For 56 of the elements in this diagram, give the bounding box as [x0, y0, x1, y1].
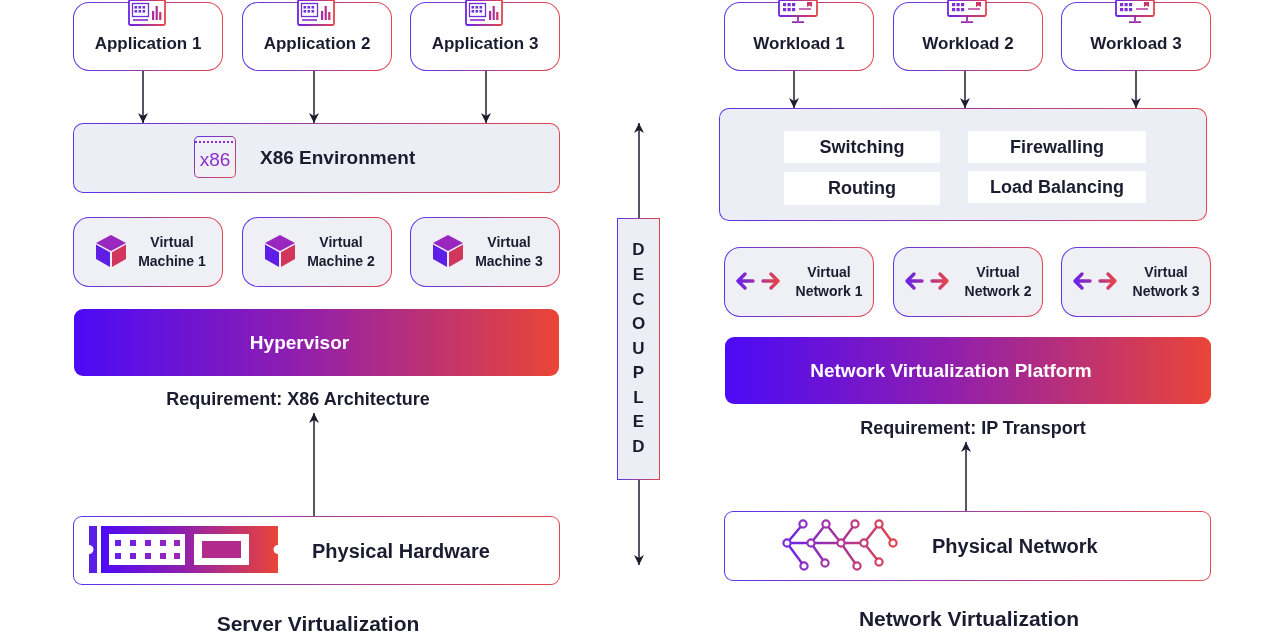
virtual-network-card: [724, 247, 874, 317]
virtual-machine-card: [242, 217, 392, 287]
card-title: Workload 2: [921, 33, 1015, 55]
card-title: Virtual Network 1: [794, 263, 864, 301]
workload-card: [1061, 2, 1211, 71]
requirement-text: Requirement: X86 Architecture: [148, 385, 448, 413]
arrow: [634, 479, 644, 566]
panel-title: Physical Hardware: [312, 539, 490, 562]
arrow: [138, 70, 148, 124]
card-title: Virtual Network 3: [1131, 263, 1201, 301]
vertical-title: DECOUPLED: [630, 239, 647, 459]
virtual-machine-card: [410, 217, 560, 287]
network-services-panel: [719, 108, 1207, 221]
application-card: [410, 2, 560, 71]
card-title: Workload 1: [752, 33, 846, 55]
function-tile: Load Balancing: [968, 171, 1146, 203]
network-panel: [724, 511, 1211, 581]
section-caption: Server Virtualization: [215, 612, 421, 636]
function-tile: Routing: [784, 172, 940, 205]
workload-card: [893, 2, 1043, 71]
arrow: [961, 441, 971, 512]
bar-title: Network Virtualization Platform: [810, 359, 1092, 382]
card-title: Application 1: [93, 33, 203, 55]
arrow: [309, 412, 319, 517]
environment-panel: [73, 123, 560, 193]
platform-bar: [725, 337, 1211, 404]
function-tile: Switching: [784, 131, 940, 163]
arrow: [309, 70, 319, 124]
hypervisor-bar: [74, 309, 559, 376]
arrow: [789, 70, 799, 109]
arrow: [634, 122, 644, 219]
arrow: [1131, 70, 1141, 109]
application-card: [242, 2, 392, 71]
card-title: Workload 3: [1089, 33, 1183, 55]
application-card: [73, 2, 223, 71]
panel-title: X86 Environment: [260, 147, 416, 169]
virtual-machine-card: [73, 217, 223, 287]
card-title: Virtual Machine 3: [474, 233, 544, 271]
workload-card: [724, 2, 874, 71]
section-caption: Network Virtualization: [857, 607, 1081, 631]
arrow: [481, 70, 491, 124]
x86-badge: x86: [194, 136, 236, 179]
requirement-text: Requirement: IP Transport: [823, 414, 1123, 442]
virtual-network-card: [1061, 247, 1211, 317]
arrow: [960, 70, 970, 109]
panel-title: Physical Network: [932, 534, 1098, 558]
hardware-panel: [73, 516, 560, 585]
card-title: Virtual Machine 2: [306, 233, 376, 271]
card-title: Virtual Network 2: [963, 263, 1033, 301]
card-title: Application 2: [262, 33, 372, 55]
virtual-network-card: [893, 247, 1043, 317]
card-title: Virtual Machine 1: [137, 233, 207, 271]
function-tile: Firewalling: [968, 131, 1146, 163]
bar-title: Hypervisor: [249, 331, 350, 354]
decoupled-panel: [617, 218, 660, 480]
card-title: Application 3: [430, 33, 540, 55]
